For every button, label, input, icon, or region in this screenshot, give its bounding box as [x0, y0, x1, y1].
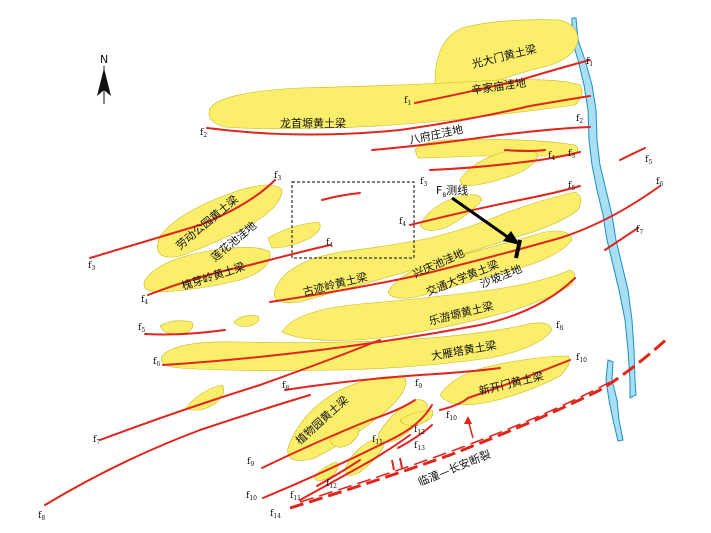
ridge-laodong	[157, 184, 283, 258]
fault-label-f8b: f8	[282, 381, 289, 392]
fault-lines	[44, 59, 661, 506]
ridge-leyouyuan	[281, 269, 575, 341]
fault-label-f8c: f8	[38, 511, 45, 522]
ridge-dayanta	[161, 322, 553, 371]
fault-label-f8a: f8	[556, 321, 563, 332]
fault-label-f6a: f6	[656, 177, 663, 188]
fault-label-f3c: f3	[420, 177, 427, 188]
river-branch	[605, 359, 624, 442]
fault-label-f4a: f4	[548, 151, 555, 162]
lintong-changan-fault	[289, 336, 670, 510]
fault-label-f13: f13	[414, 441, 425, 452]
label-longshouyuan: 龙首塬黄土梁	[280, 116, 346, 130]
fault-label-f3b: f3	[274, 171, 281, 182]
profile-f-label: F8测线	[436, 183, 468, 199]
svg-text:N: N	[100, 53, 108, 66]
fault-label-f9a: f9	[415, 379, 422, 390]
fault-label-f10a: f10	[576, 353, 587, 364]
fault-label-f5b: f5	[645, 155, 652, 166]
fault-label-f4c: f4	[326, 238, 333, 249]
study-area-box	[291, 181, 415, 259]
fault-label-f7a: f7	[636, 225, 643, 236]
fault-label-f14: f14	[270, 509, 281, 520]
fault-label-f3d: f3	[88, 261, 95, 272]
ridge-xinkaimen	[439, 355, 571, 406]
fault-label-f7b: f7	[93, 435, 100, 446]
ridge-small-6	[185, 384, 225, 411]
fault-label-f5a: f5	[568, 181, 575, 192]
fault-label-f1b: f1	[404, 96, 411, 107]
ridge-longshouyuan	[208, 79, 583, 130]
fault-label-f9b: f9	[247, 457, 254, 468]
fault-label-f6b: f6	[153, 357, 160, 368]
fault-label-f10c: f10	[246, 491, 257, 502]
fault-label-f4b: f4	[399, 217, 406, 228]
fault-label-f3a: f3	[568, 149, 575, 160]
north-arrow-icon: N	[97, 53, 111, 104]
ridge-small-5	[233, 315, 260, 327]
fault-label-f4d: f4	[141, 295, 148, 306]
ridge-small-3	[419, 194, 483, 231]
fault-label-f10b: f10	[446, 411, 457, 422]
ridge-gujiling	[273, 191, 582, 304]
fault-labels: f1 f1 f2 f2 f3 f3 f3 f3 f4 f4 f4 f4 f5 f5 f5 f6 f6 f7 f7 f8…	[38, 57, 663, 522]
fault-label-f12b: f12	[326, 479, 337, 490]
ridge-huaiyaling	[143, 247, 271, 293]
ridge-small-2	[267, 221, 321, 249]
fault-label-f11a: f11	[372, 435, 383, 446]
fault-label-f11b: f11	[290, 491, 301, 502]
ridge-small-11	[399, 409, 434, 426]
ridge-small-4	[159, 320, 194, 335]
ridge-zhiwuyuan	[287, 376, 407, 461]
fault-label-f2b: f2	[200, 128, 207, 139]
fault-label-f5c: f5	[138, 323, 145, 334]
fault-label-f12a: f12	[414, 425, 425, 436]
fault-label-f2a: f2	[576, 114, 583, 125]
ridge-small-1	[459, 149, 539, 187]
fault-label-f1a: f1	[586, 57, 593, 68]
profile-line: F8测线	[436, 183, 522, 259]
river	[571, 17, 637, 399]
